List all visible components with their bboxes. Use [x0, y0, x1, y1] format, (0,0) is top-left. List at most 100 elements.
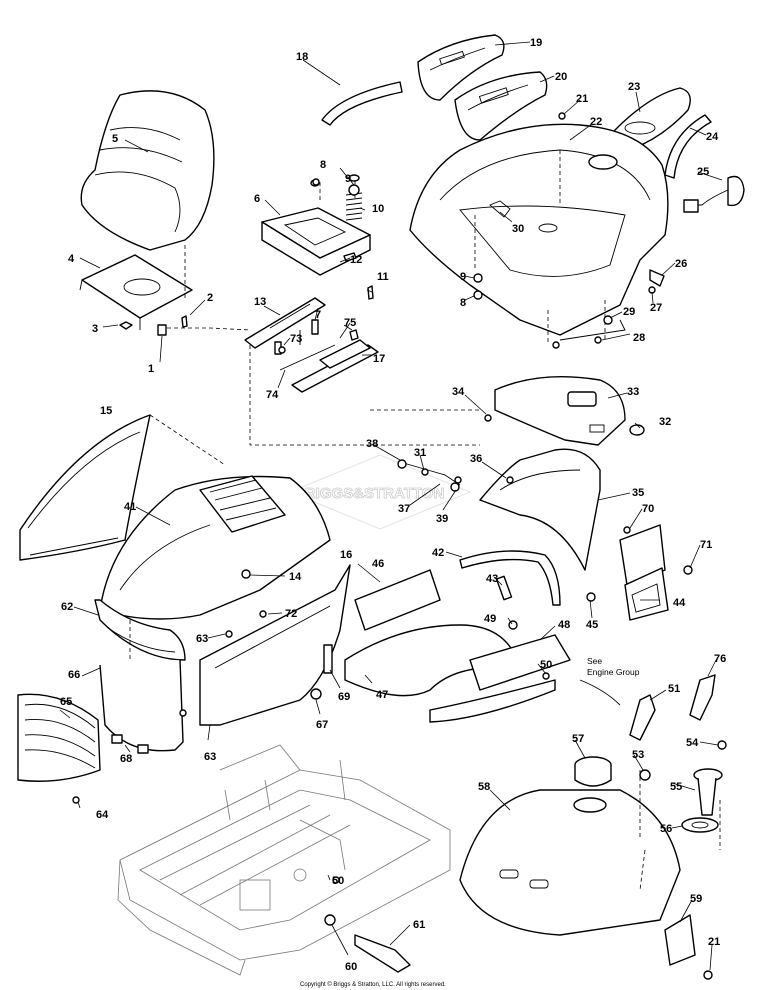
callout-label: 76 [714, 653, 726, 665]
svg-text:BRIGGS&STRATTON: BRIGGS&STRATTON [294, 485, 444, 502]
callout-label: 61 [413, 919, 425, 931]
callout-label: 56 [660, 823, 672, 835]
fuel-sender [681, 768, 723, 833]
callout-label: 22 [590, 116, 602, 128]
callout-label: 9 [345, 173, 351, 185]
callout-label: 14 [289, 571, 302, 583]
callout-label: 35 [632, 487, 644, 499]
callout-label: 70 [642, 503, 654, 515]
handle-left [321, 81, 403, 126]
engine-group-note: See Engine Group [587, 656, 640, 677]
callout-label: 37 [398, 503, 410, 515]
callout-label: 27 [650, 302, 662, 314]
callout-label: 55 [670, 781, 682, 793]
seat [80, 90, 215, 251]
tank-bracket [664, 914, 696, 966]
callout-label: 58 [478, 781, 490, 793]
callout-label: 71 [700, 539, 712, 551]
hood [99, 475, 331, 620]
callout-label: 49 [484, 613, 496, 625]
leader-lines [59, 41, 723, 971]
callout-label: 17 [373, 353, 385, 365]
copyright: Copyright © Briggs & Stratton, LLC. All … [300, 981, 446, 988]
callout-label: 8 [320, 159, 326, 171]
callout-label: 24 [706, 131, 719, 143]
callout-label: 46 [372, 558, 384, 570]
watermark: BRIGGS&STRATTON [288, 454, 472, 530]
callout-label: 30 [512, 223, 524, 235]
callout-label: 18 [296, 51, 308, 63]
callout-label: 45 [586, 619, 598, 631]
callout-label: 67 [316, 719, 328, 731]
callout-label: 62 [61, 601, 73, 613]
callout-label: 11 [377, 271, 389, 283]
hardware [72, 112, 727, 980]
svg-text:See: See [587, 656, 602, 666]
tail-light [683, 175, 745, 213]
grille [17, 659, 184, 782]
callout-label: 9 [460, 271, 466, 283]
footrests [344, 569, 571, 723]
side-panel [199, 564, 351, 726]
callout-label: 47 [376, 689, 388, 701]
callout-label: 19 [530, 37, 542, 49]
callout-label: 2 [207, 292, 213, 304]
fuel-hoses [579, 674, 716, 741]
callout-label: 28 [633, 332, 645, 344]
handle-right [664, 114, 712, 179]
dash-console [479, 375, 626, 571]
callout-label: 21 [708, 936, 720, 948]
callout-label: 12 [350, 254, 362, 266]
callout-label: 8 [460, 297, 466, 309]
side-plates [619, 524, 669, 621]
seat-rails [244, 252, 379, 393]
callout-label: 36 [470, 453, 482, 465]
callout-label: 53 [632, 749, 644, 761]
callout-label: 60 [345, 961, 357, 973]
callout-label: 31 [414, 447, 426, 459]
callout-label: 43 [486, 573, 498, 585]
callout-label: 44 [673, 597, 686, 609]
tank-strap [354, 934, 411, 973]
callout-label: 20 [555, 71, 567, 83]
fuel-tank [459, 756, 681, 936]
callout-label: 32 [659, 416, 671, 428]
rear-fender [409, 123, 669, 341]
seat-hardware [119, 315, 188, 336]
clip [649, 269, 665, 287]
fender-pods [417, 34, 548, 141]
callout-label: 48 [558, 619, 570, 631]
callout-label: 3 [92, 323, 98, 335]
callout-label: 66 [68, 669, 80, 681]
callouts: 1 2 3 4 5 6 7 8 8 9 9 10 11 12 13 14 15 … [60, 37, 726, 973]
seat-bracket [261, 207, 371, 276]
callout-label: 6 [254, 193, 260, 205]
callout-label: 25 [697, 166, 709, 178]
callout-label: 63 [196, 633, 208, 645]
callout-label: 26 [675, 258, 687, 270]
callout-label: 13 [254, 296, 266, 308]
grille-nose [94, 599, 186, 661]
callout-label: 64 [96, 809, 109, 821]
callout-label: 65 [60, 696, 72, 708]
hood-window [19, 414, 151, 561]
callout-label: 42 [432, 547, 444, 559]
callout-label: 7 [315, 309, 321, 321]
throttle-rod [399, 461, 461, 486]
callout-label: 38 [366, 438, 378, 450]
callout-label: 34 [452, 386, 465, 398]
seat-pan [79, 254, 193, 330]
callout-label: 54 [686, 737, 699, 749]
svg-text:Engine Group: Engine Group [587, 667, 640, 677]
callout-label: 41 [124, 501, 136, 513]
callout-label: 1 [148, 363, 154, 375]
callout-label: 39 [436, 513, 448, 525]
callout-label: 10 [372, 203, 384, 215]
callout-label: 59 [690, 893, 702, 905]
callout-label: 29 [623, 306, 635, 318]
tractor-frame [117, 744, 451, 976]
callout-label: 5 [112, 133, 118, 145]
callout-label: 73 [290, 333, 302, 345]
callout-label: 72 [285, 608, 297, 620]
